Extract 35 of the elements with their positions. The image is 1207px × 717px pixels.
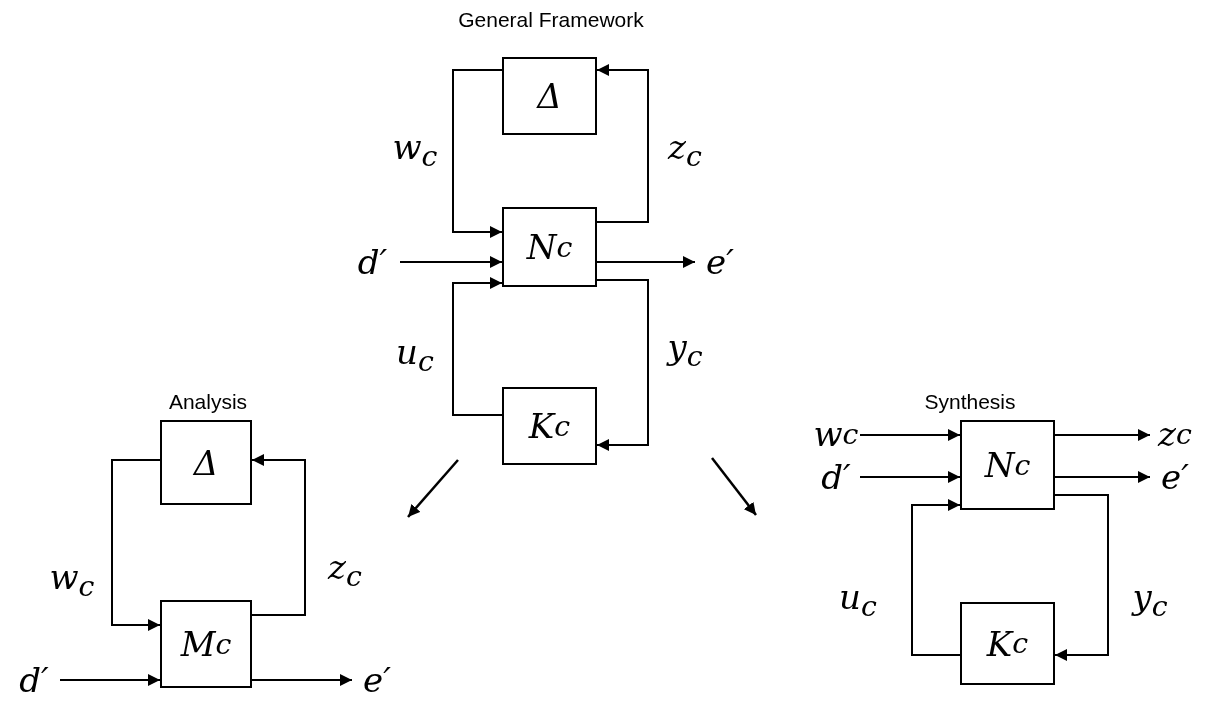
edge-label: u$_{c}$ xyxy=(396,331,434,379)
block-box: Δ xyxy=(160,420,252,505)
signal-label: d′ xyxy=(812,455,860,499)
panel-title: Synthesis xyxy=(924,390,1016,414)
signal-label: d′ xyxy=(345,240,400,284)
arrow xyxy=(1054,471,1151,483)
signal-label: e′ xyxy=(695,240,745,284)
arrow xyxy=(399,256,503,268)
arrow xyxy=(452,277,503,416)
signal-label: e′ xyxy=(1150,455,1200,499)
block-box: Δ xyxy=(502,57,597,135)
panel-title: Analysis xyxy=(168,390,248,414)
arrow xyxy=(1054,494,1109,661)
edge-label: w$_{c}$ xyxy=(49,556,95,604)
arrow xyxy=(859,429,961,441)
arrow xyxy=(59,674,161,686)
edge-label: z$_{c}$ xyxy=(668,126,702,174)
arrow xyxy=(596,64,649,223)
arrow xyxy=(452,69,503,238)
arrow xyxy=(111,459,161,631)
arrow xyxy=(251,454,306,616)
arrow xyxy=(911,499,961,656)
arrow xyxy=(859,471,961,483)
arrow xyxy=(1054,429,1151,441)
panel-title: General Framework xyxy=(458,8,644,32)
edge-label: w$_{c}$ xyxy=(392,126,438,174)
arrow xyxy=(596,279,649,451)
arrow xyxy=(251,674,353,686)
edge-label: y$_{c}$ xyxy=(1132,576,1168,624)
signal-label: e′ xyxy=(352,657,402,703)
edge-label: u$_{c}$ xyxy=(839,576,877,624)
signal-label: d′ xyxy=(8,657,60,703)
edge-label: z$_{c}$ xyxy=(328,546,362,594)
edge-label: y$_{c}$ xyxy=(667,326,703,374)
arrow xyxy=(596,256,696,268)
